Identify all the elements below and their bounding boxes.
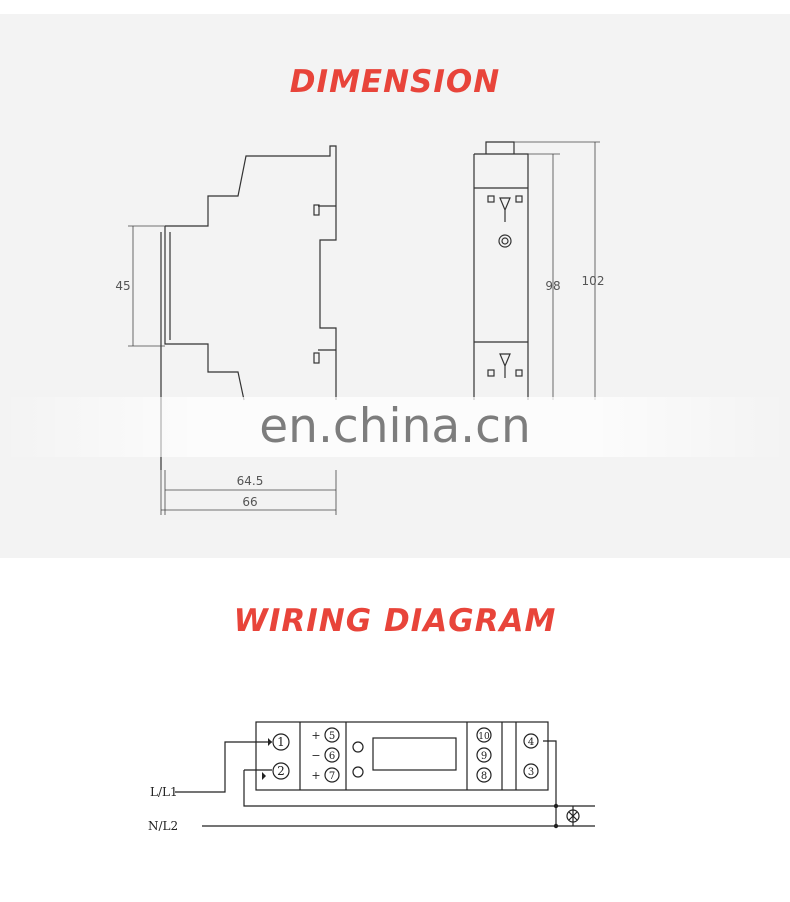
neutral-label: N/L2 — [148, 819, 178, 833]
front-inner-label: 98 — [545, 279, 560, 293]
lamp — [566, 809, 580, 823]
pulse-sign-plus-bottom: + — [311, 769, 320, 782]
height-label: 45 — [115, 279, 130, 293]
load-wire — [243, 769, 558, 807]
depth-inner-label: 64.5 — [237, 474, 264, 488]
led-bottom — [352, 766, 364, 778]
front-outer-label: 102 — [582, 274, 605, 288]
meter-body — [255, 721, 549, 791]
display-window — [372, 737, 457, 771]
terminal-6: 6 — [329, 751, 335, 762]
terminal-2: 2 — [277, 764, 285, 778]
side-view-outline — [164, 145, 337, 401]
terminal-1: 1 — [277, 735, 285, 749]
pulse-sign-plus-top: + — [311, 729, 320, 742]
terminal-8: 8 — [481, 771, 487, 782]
side-view-inner — [160, 205, 336, 470]
terminal-3: 3 — [528, 767, 534, 778]
line-wire — [175, 741, 272, 793]
depth-outer-label: 66 — [242, 495, 257, 509]
terminal-9: 9 — [481, 751, 487, 762]
wiring-title: WIRING DIAGRAM — [233, 603, 557, 639]
terminal-7: 7 — [329, 771, 335, 782]
dimension-panel — [0, 14, 790, 558]
terminal-4: 4 — [528, 737, 534, 748]
watermark-band: en.china.cn — [0, 397, 790, 457]
dimension-title: DIMENSION — [289, 64, 501, 100]
watermark-text: en.china.cn — [259, 399, 531, 454]
line-label: L/L1 — [150, 785, 178, 799]
led-top — [352, 741, 364, 753]
output-wire — [543, 740, 557, 826]
pulse-sign-minus: − — [311, 749, 320, 762]
terminal-5: 5 — [329, 731, 335, 742]
terminal-10: 10 — [478, 732, 490, 742]
dimension-drawing: 45 64.5 66 98 102 — [115, 141, 605, 515]
